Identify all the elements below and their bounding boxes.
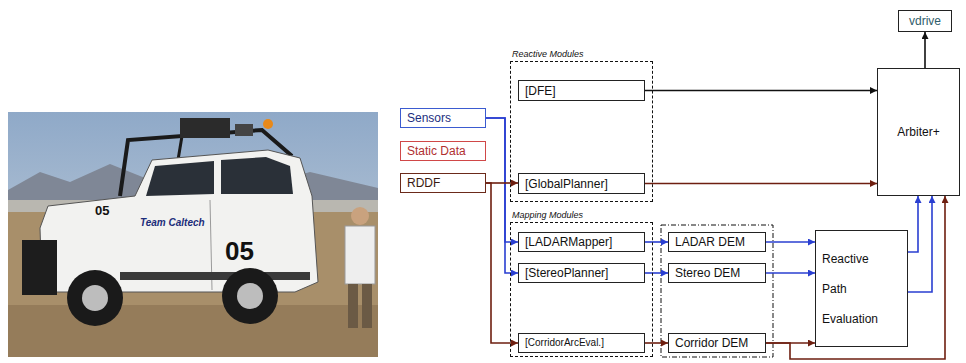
- module-box: [CorridorArcEval.]: [518, 333, 645, 353]
- map-box: Stereo DEM: [668, 263, 766, 283]
- module-group-outline: [661, 225, 773, 357]
- node-label: Reactive Path Evaluation: [822, 244, 878, 334]
- node-label: RDDF: [407, 176, 440, 190]
- bull-bar: [22, 240, 57, 295]
- person-body: [345, 226, 375, 284]
- vehicle-window: [146, 161, 214, 196]
- connector-arrow: [766, 272, 815, 274]
- connector-arrow: [766, 241, 815, 243]
- module-group: Reactive Modules[DFE][GlobalPlanner]: [510, 61, 653, 202]
- connector-arrow: [645, 342, 668, 344]
- node-label: LADAR DEM: [675, 235, 745, 249]
- module-box: [DFE]: [518, 80, 645, 101]
- node-label: Stereo DEM: [675, 266, 740, 280]
- map-box: Corridor DEM: [668, 333, 766, 353]
- node-label: [LADARMapper]: [525, 235, 612, 249]
- group-heading: Reactive Modules: [512, 49, 584, 60]
- wheel: [222, 268, 278, 324]
- module-box: [LADARMapper]: [518, 232, 645, 252]
- connector-arrow: [645, 90, 877, 92]
- module-box: [GlobalPlanner]: [518, 173, 645, 194]
- vehicle-window: [221, 157, 293, 194]
- connector-arrow: [908, 196, 932, 292]
- node-label: vdrive: [909, 14, 941, 28]
- node-label: [DFE]: [525, 84, 556, 98]
- input-box: Sensors: [400, 108, 486, 128]
- module-group: Mapping Modules[LADARMapper][StereoPlann…: [510, 222, 653, 357]
- connector-arrow: [486, 183, 518, 343]
- wheel-hub: [237, 283, 263, 309]
- process-box: Reactive Path Evaluation: [815, 230, 908, 347]
- arbiter-box: Arbiter+: [877, 68, 960, 196]
- beacon-light: [263, 119, 273, 129]
- node-label: [GlobalPlanner]: [525, 177, 608, 191]
- wheel: [67, 270, 123, 326]
- node-label: Sensors: [407, 111, 451, 125]
- node-label: Static Data: [407, 144, 466, 158]
- vehicle-body: [40, 150, 318, 292]
- connector-arrow: [645, 241, 668, 243]
- person-head: [351, 207, 369, 225]
- sensor-box: [180, 118, 230, 138]
- connector-arrow: [645, 272, 668, 274]
- photo-ground-shade: [8, 305, 378, 357]
- node-label: Corridor DEM: [675, 336, 748, 350]
- node-label: Arbiter+: [897, 125, 939, 139]
- connector-arrow: [645, 183, 877, 185]
- side-stripe: [120, 272, 310, 280]
- input-box: Static Data: [400, 141, 486, 161]
- wheel-hub: [82, 285, 108, 311]
- vehicle-number: 05: [225, 238, 254, 264]
- connector-arrow: [924, 32, 926, 68]
- input-box: RDDF: [400, 173, 486, 193]
- roll-bar: [178, 136, 182, 160]
- node-label: [CorridorArcEval.]: [525, 336, 604, 350]
- sensor-box: [235, 124, 253, 136]
- team-name: Team Caltech: [140, 218, 205, 228]
- person-leg: [348, 284, 358, 328]
- module-box: [StereoPlanner]: [518, 263, 645, 283]
- node-label: [StereoPlanner]: [525, 266, 608, 280]
- group-heading: Mapping Modules: [512, 210, 583, 221]
- person-leg: [362, 284, 372, 328]
- photo-sky: [8, 112, 378, 357]
- connector-arrow: [766, 196, 945, 359]
- map-box: LADAR DEM: [668, 232, 766, 252]
- vehicle-number: 05: [95, 204, 109, 217]
- connector-arrow: [908, 196, 918, 252]
- output-box: vdrive: [898, 10, 952, 32]
